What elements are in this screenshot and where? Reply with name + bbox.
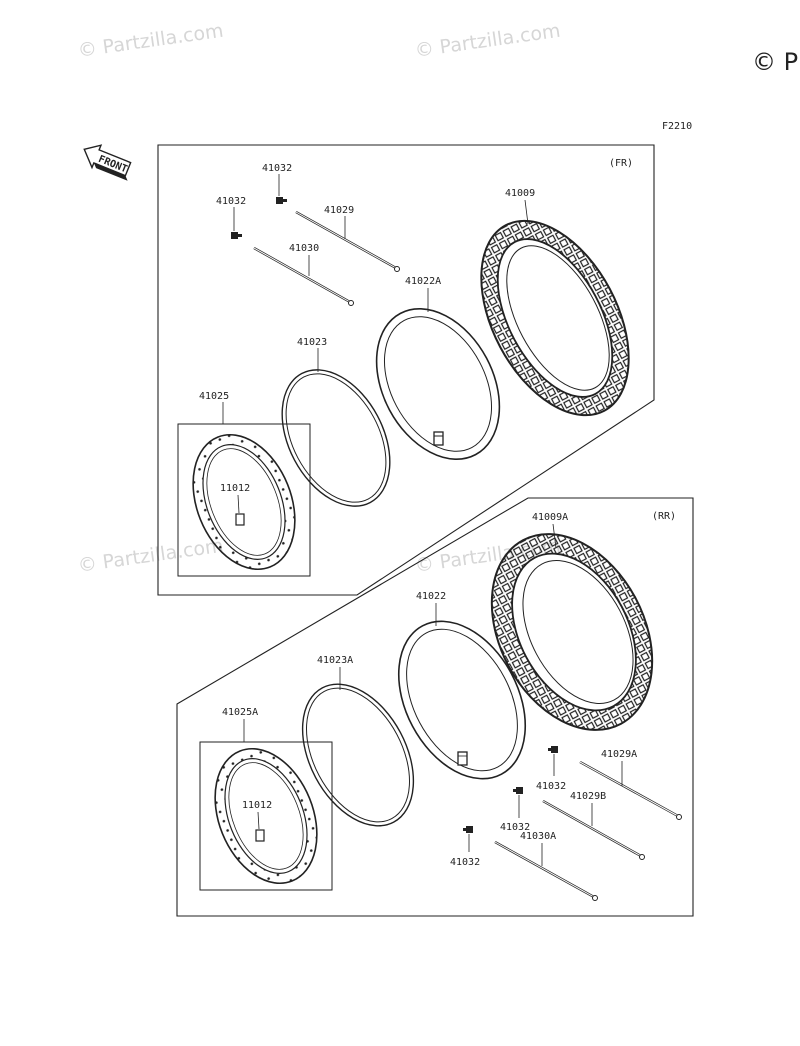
part-label-41009: 41009 — [505, 188, 535, 199]
part-label-41032-rear-lower: 41032 — [450, 857, 480, 868]
rear-spoke-lower — [494, 840, 598, 901]
part-label-41023A: 41023A — [317, 655, 353, 666]
rear-rim — [214, 747, 318, 885]
part-label-41022: 41022 — [416, 591, 446, 602]
front-rim — [192, 433, 296, 571]
front-valve-cap-upper — [276, 197, 287, 204]
front-spoke-upper — [295, 210, 400, 272]
part-label-11012-front: 11012 — [220, 483, 250, 494]
part-label-41029A: 41029A — [601, 749, 637, 760]
part-label-41030A: 41030A — [520, 831, 556, 842]
rear-valve-cap-lower — [463, 826, 473, 833]
front-rim-band — [281, 369, 391, 507]
part-label-41032-rear-mid: 41032 — [500, 822, 530, 833]
part-label-41032-left: 41032 — [216, 196, 246, 207]
part-label-41022A: 41022A — [405, 276, 441, 287]
rear-tire — [490, 533, 654, 731]
watermark-corner: © P — [752, 48, 799, 76]
rear-spoke-mid — [542, 799, 645, 860]
rear-tube — [397, 620, 527, 780]
rear-spoke-upper — [579, 760, 682, 820]
figure-code: F2210 — [662, 121, 693, 132]
part-label-41029: 41029 — [324, 205, 354, 216]
front-section-border — [157, 144, 655, 596]
front-spoke-lower — [253, 246, 354, 306]
front-arrow-icon: FRONT — [83, 144, 132, 181]
part-label-41032-rear-upper: 41032 — [536, 781, 566, 792]
part-label-41030: 41030 — [289, 243, 319, 254]
rear-rim-band — [301, 683, 415, 827]
part-label-41025A: 41025A — [222, 707, 258, 718]
front-rim-box — [177, 423, 311, 577]
front-valve-cap-left — [231, 232, 242, 239]
part-label-41023: 41023 — [297, 337, 327, 348]
front-tire — [480, 219, 630, 417]
part-label-41029B: 41029B — [570, 791, 606, 802]
front-tube — [375, 307, 501, 461]
rear-rim-box — [199, 741, 333, 891]
part-label-41009A: 41009A — [532, 512, 568, 523]
rear-section-border — [176, 497, 694, 917]
part-label-41032-upper: 41032 — [262, 163, 292, 174]
part-label-41025: 41025 — [199, 391, 229, 402]
rear-valve-cap-mid — [513, 787, 523, 794]
rear-valve-cap-upper — [548, 746, 558, 753]
rear-section-label: (RR) — [652, 511, 676, 522]
front-section-label: (FR) — [609, 158, 633, 169]
part-label-11012-rear: 11012 — [242, 800, 272, 811]
